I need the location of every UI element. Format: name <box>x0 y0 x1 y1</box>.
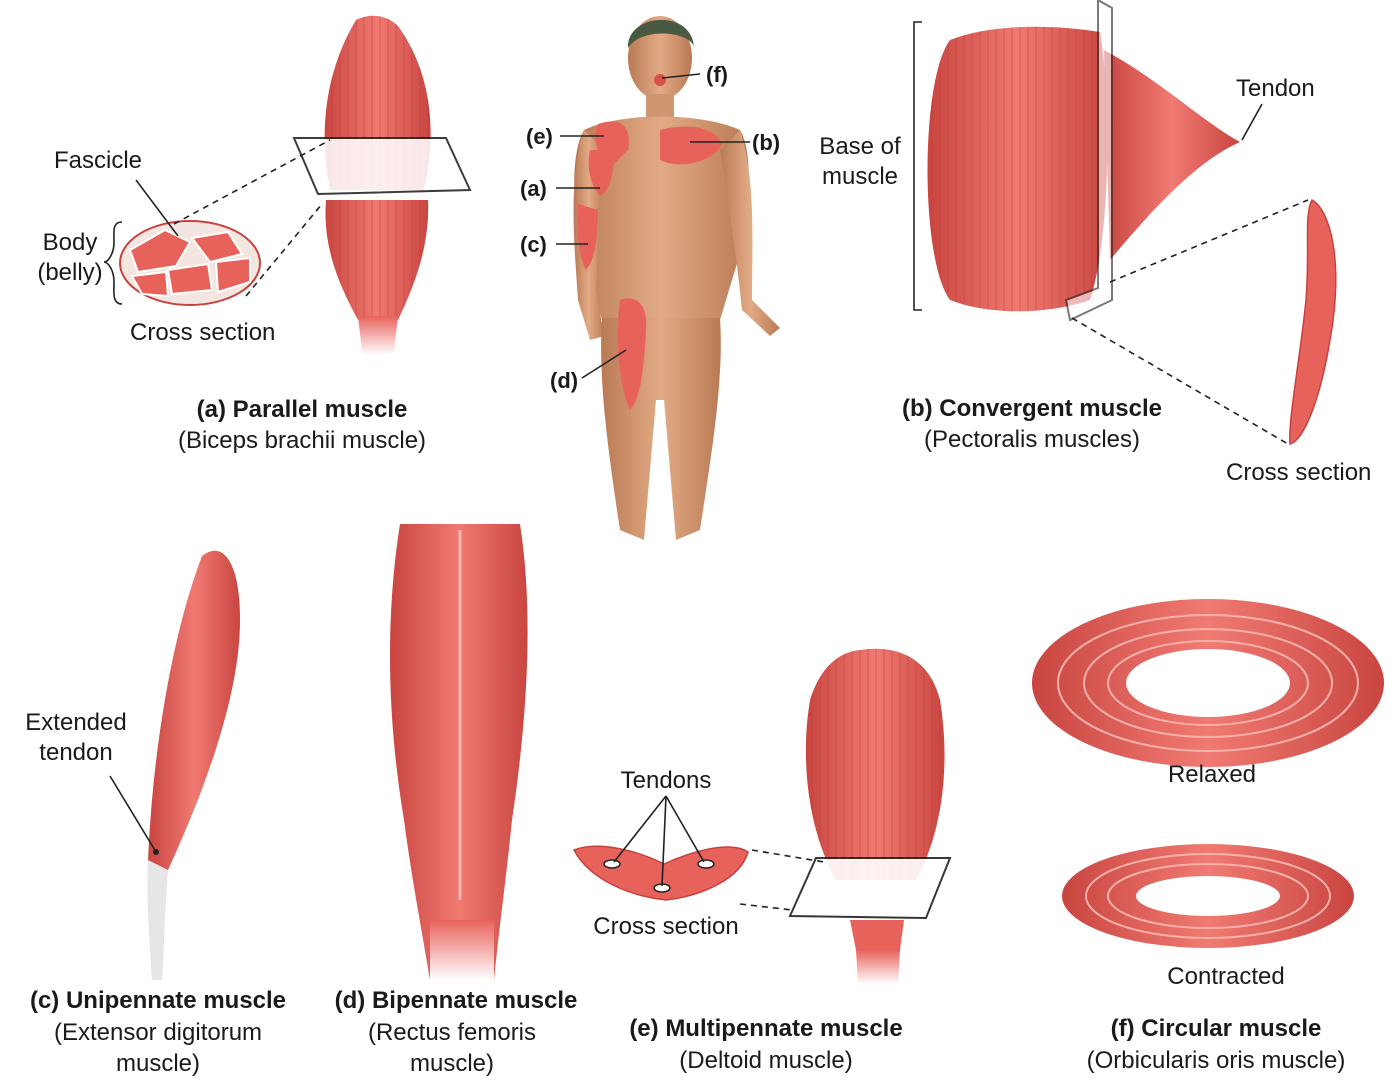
figure-letter-b: (b) <box>752 128 780 158</box>
convergent-muscle-title: (b) Convergent muscle <box>902 394 1162 424</box>
figure-letter-a: (a) <box>520 174 547 204</box>
parallel-muscle-illustration <box>104 16 470 355</box>
cross-section-label-e: Cross section <box>593 912 738 942</box>
cross-section-label-b: Cross section <box>1226 458 1371 488</box>
base-label-line2: muscle <box>822 162 898 192</box>
tendon-label-b: Tendon <box>1236 74 1315 104</box>
extended-tendon-label-line1: Extended <box>25 708 126 738</box>
unipennate-muscle-illustration <box>110 551 240 980</box>
bipennate-muscle-illustration <box>390 524 528 980</box>
contracted-label: Contracted <box>1167 962 1284 992</box>
human-figure-illustration <box>556 16 780 540</box>
bipennate-muscle-title: (d) Bipennate muscle <box>335 986 578 1016</box>
tendons-label: Tendons <box>621 766 712 796</box>
multipennate-muscle-subtitle: (Deltoid muscle) <box>679 1046 852 1076</box>
figure-letter-c: (c) <box>520 230 547 260</box>
circular-muscle-title: (f) Circular muscle <box>1111 1014 1322 1044</box>
base-label-line1: Base of <box>819 132 900 162</box>
extended-tendon-label-line2: tendon <box>39 738 112 768</box>
unipennate-muscle-subtitle-line2: muscle) <box>116 1049 200 1079</box>
unipennate-muscle-title: (c) Unipennate muscle <box>30 986 286 1016</box>
figure-letter-f: (f) <box>706 60 728 90</box>
parallel-muscle-title: (a) Parallel muscle <box>197 395 408 425</box>
figure-letter-e: (e) <box>526 122 553 152</box>
bipennate-muscle-subtitle-line1: (Rectus femoris <box>368 1018 536 1048</box>
relaxed-label: Relaxed <box>1168 760 1256 790</box>
figure-letter-d: (d) <box>550 366 578 396</box>
body-label-line1: Body <box>43 228 98 258</box>
bipennate-muscle-subtitle-line2: muscle) <box>410 1049 494 1079</box>
fascicle-label: Fascicle <box>54 146 142 176</box>
parallel-muscle-subtitle: (Biceps brachii muscle) <box>178 426 426 456</box>
convergent-muscle-subtitle: (Pectoralis muscles) <box>924 425 1140 455</box>
circular-muscle-subtitle: (Orbicularis oris muscle) <box>1087 1046 1346 1076</box>
body-label-line2: (belly) <box>37 258 102 288</box>
cross-section-label-a: Cross section <box>130 318 275 348</box>
multipennate-muscle-title: (e) Multipennate muscle <box>629 1014 902 1044</box>
convergent-muscle-illustration <box>914 0 1336 444</box>
unipennate-muscle-subtitle-line1: (Extensor digitorum <box>54 1018 262 1048</box>
